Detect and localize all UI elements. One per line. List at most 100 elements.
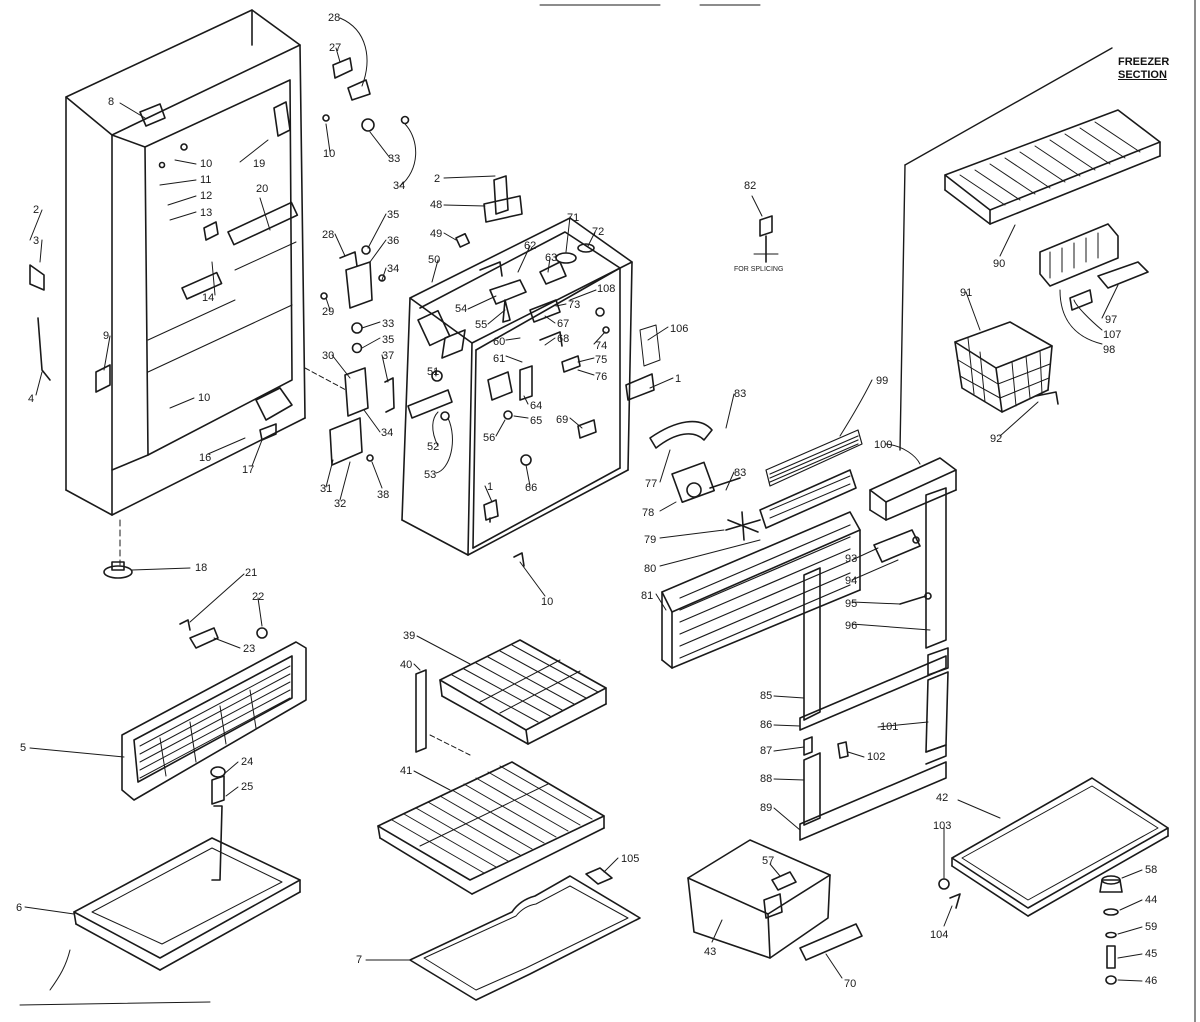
part-label-11: 11 [200, 174, 212, 186]
part-label-90: 90 [993, 258, 1006, 270]
part-label-106: 106 [670, 323, 689, 335]
drain-pan [73, 766, 301, 971]
part-label-19: 19 [253, 158, 266, 170]
part-label-46: 46 [1145, 975, 1158, 987]
part-label-62: 62 [524, 240, 537, 252]
part-label-38: 38 [377, 489, 390, 501]
part-label-100: 100 [874, 439, 893, 451]
grille [121, 619, 307, 801]
part-label-7: 7 [356, 954, 363, 966]
part-label-2: 2 [434, 173, 441, 185]
part-label-35: 35 [382, 334, 395, 346]
part-label-24: 24 [241, 756, 254, 768]
part-label-40: 40 [400, 659, 413, 671]
part-label-101: 101 [880, 721, 899, 733]
part-label-74: 74 [595, 340, 608, 352]
part-label-41: 41 [400, 765, 413, 777]
part-label-44: 44 [1145, 894, 1158, 906]
cabinet-leaders [29, 102, 271, 566]
part-label-39: 39 [403, 630, 416, 642]
part-label-89: 89 [760, 802, 773, 814]
cabinet-shell [29, 9, 306, 516]
roller-assembly [938, 875, 1123, 985]
part-label-10: 10 [323, 148, 336, 160]
part-label-68: 68 [557, 333, 570, 345]
part-label-58: 58 [1145, 864, 1158, 876]
part-label-65: 65 [530, 415, 543, 427]
part-label-36: 36 [387, 235, 400, 247]
part-label-28: 28 [328, 12, 341, 24]
part-label-42: 42 [936, 792, 949, 804]
part-label-45: 45 [1145, 948, 1158, 960]
part-label-94: 94 [845, 575, 858, 587]
part-label-72: 72 [592, 226, 605, 238]
part-label-88: 88 [760, 773, 773, 785]
part-label-59: 59 [1145, 921, 1158, 933]
part-label-108: 108 [597, 283, 616, 295]
part-label-67: 67 [557, 318, 570, 330]
part-label-25: 25 [241, 781, 254, 793]
part-label-91: 91 [960, 287, 973, 299]
part-label-33: 33 [388, 153, 401, 165]
part-label-34: 34 [381, 427, 394, 439]
part-label-27: 27 [329, 42, 342, 54]
part-label-61: 61 [493, 353, 506, 365]
part-label-9: 9 [103, 330, 110, 342]
part-label-48: 48 [430, 199, 443, 211]
part-label-34: 34 [387, 263, 400, 275]
part-label-10: 10 [198, 392, 211, 404]
drain-pan-leaders [19, 761, 239, 1006]
grille-leaders [29, 573, 263, 758]
wire-shelf-leaders [413, 635, 471, 791]
crisper-leaders [711, 863, 843, 979]
freezer-section-title: FREEZER SECTION [1118, 56, 1169, 82]
part-label-66: 66 [525, 482, 538, 494]
part-label-28: 28 [322, 229, 335, 241]
leveling-foot [103, 561, 191, 579]
part-label-69: 69 [556, 414, 569, 426]
freezer-section-title-line1: FREEZER [1118, 56, 1170, 68]
part-label-73: 73 [568, 299, 581, 311]
part-label-4: 4 [28, 393, 35, 405]
glass-shelf [951, 777, 1169, 917]
part-label-60: 60 [493, 336, 506, 348]
hinge-parts [320, 57, 410, 466]
part-label-18: 18 [195, 562, 208, 574]
part-label-37: 37 [382, 350, 395, 362]
glass-shelf-leaders [943, 799, 1143, 982]
part-label-71: 71 [567, 212, 580, 224]
door-trim-leaders [773, 695, 929, 831]
wire-shelf-upper [415, 639, 607, 753]
liner-leaders [431, 175, 674, 597]
part-label-31: 31 [320, 483, 333, 495]
part-label-85: 85 [760, 690, 773, 702]
part-label-34: 34 [393, 180, 406, 192]
splicing-note: FOR SPLICING [734, 266, 784, 273]
part-label-81: 81 [641, 590, 654, 602]
part-label-102: 102 [867, 751, 886, 763]
crisper-drawer [687, 839, 863, 961]
part-label-20: 20 [256, 183, 269, 195]
part-label-35: 35 [387, 209, 400, 221]
part-label-95: 95 [845, 598, 858, 610]
freezer-section [869, 47, 1161, 765]
part-label-43: 43 [704, 946, 717, 958]
part-label-13: 13 [200, 207, 213, 219]
part-label-10: 10 [200, 158, 213, 170]
hinge-leaders [304, 17, 417, 501]
part-label-33: 33 [382, 318, 395, 330]
part-label-53: 53 [424, 469, 437, 481]
part-label-63: 63 [545, 252, 558, 264]
part-label-83: 83 [734, 388, 747, 400]
part-label-32: 32 [334, 498, 347, 510]
part-label-104: 104 [930, 929, 949, 941]
freezer-leaders [965, 224, 1119, 437]
part-label-50: 50 [428, 254, 441, 266]
part-label-14: 14 [202, 292, 215, 304]
part-label-29: 29 [322, 306, 335, 318]
part-label-1: 1 [675, 373, 682, 385]
part-label-93: 93 [845, 553, 858, 565]
part-label-3: 3 [33, 235, 40, 247]
part-label-5: 5 [20, 742, 27, 754]
